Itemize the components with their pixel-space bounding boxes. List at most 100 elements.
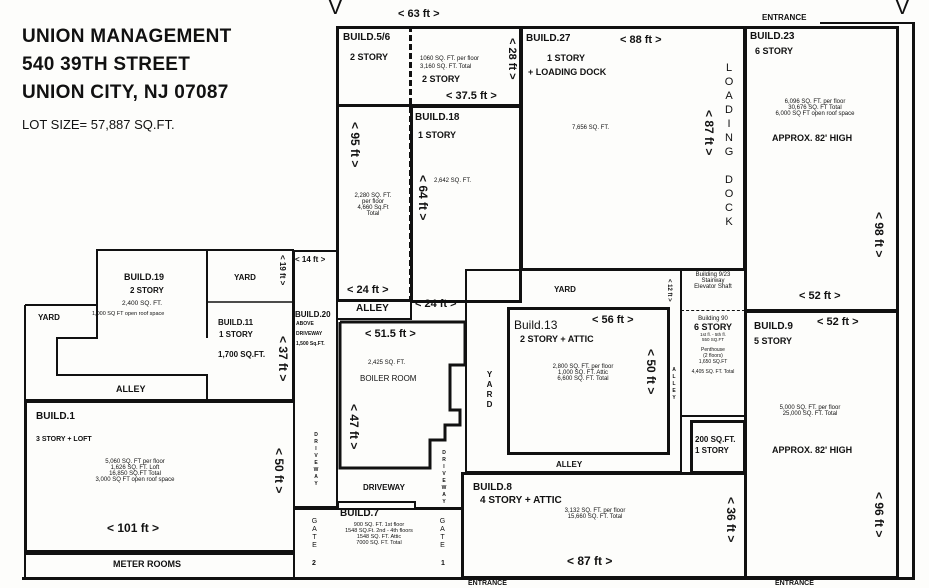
area-text: 2,642 SQ. FT. xyxy=(434,178,472,184)
dim-50ft: 50 ft xyxy=(272,448,286,493)
area-block: 5,000 SQ. FT. per floor 25,000 SQ. FT. T… xyxy=(760,405,860,417)
boiler-room-label: BOILER ROOM xyxy=(360,374,417,383)
area-block: 900 SQ. FT. 1st floor 1548 SQ.Ft. 2nd - … xyxy=(320,522,438,546)
area-text: 5,060 SQ. FT per floor xyxy=(105,459,165,465)
area-text: 1,000 SQ FT open roof space xyxy=(92,311,165,317)
dim-19ft: 19 ft xyxy=(278,255,287,285)
area-text: 1548 SQ.Ft. 2nd - 4th floors xyxy=(345,528,413,534)
building-name: BUILD.11 xyxy=(218,318,254,327)
building-name: Build.13 xyxy=(514,318,558,332)
area-text: 2,800 SQ. FT. per floor xyxy=(552,364,614,370)
area-text: 1,626 SQ. FT. Loft xyxy=(110,465,160,471)
entrance-label: ENTRANCE xyxy=(762,13,807,22)
dim-14ft: < 14 ft > xyxy=(295,255,326,264)
stairway-block: Building 9/23 Stairway Elevator Shaft xyxy=(680,272,746,290)
dim-51-5ft: < 51.5 ft > xyxy=(365,328,416,340)
driveway-label: DRIVEWAY xyxy=(363,483,405,492)
alley-label: ALLEY xyxy=(556,460,583,469)
dim-101ft: < 101 ft > xyxy=(107,521,160,535)
area-text: 200 SQ.FT. xyxy=(695,435,736,444)
building-story: 2 STORY xyxy=(130,286,164,295)
height-label: APPROX. 82' HIGH xyxy=(772,445,853,455)
building-name: BUILD.7 xyxy=(340,508,379,519)
building-story: 3 STORY + LOFT xyxy=(36,436,92,443)
building-story: 4 STORY + ATTIC xyxy=(480,495,562,506)
area-block: 6,096 SQ. FT. per floor 30,676 SQ. FT To… xyxy=(760,99,870,117)
area-text: 1060 SQ. FT. per floor xyxy=(420,56,480,62)
dim-24ft: < 24 ft > xyxy=(415,298,457,310)
area-text: Total xyxy=(366,211,380,217)
gate-2-number: 2 xyxy=(312,560,316,567)
building-story: 1 STORY xyxy=(219,330,253,339)
owner-name: UNION MANAGEMENT xyxy=(22,26,232,47)
meter-rooms-label: METER ROOMS xyxy=(113,559,182,569)
area-text: 900 SQ. FT. 1st floor xyxy=(353,522,405,528)
area-text: 550 SQ.FT xyxy=(701,337,724,342)
building-name: Building 90 xyxy=(698,316,728,322)
area-text: 30,676 SQ. FT Total xyxy=(788,105,842,111)
dim-37ft: 37 ft xyxy=(276,336,290,381)
area-text: 1,000 SQ. FT. Attic xyxy=(557,370,609,376)
building-story: 2 STORY xyxy=(350,52,389,62)
area-text: 4,405 SQ. FT. Total xyxy=(691,369,735,375)
yard-label: YARD xyxy=(234,273,256,282)
area-text: 6,000 SQ FT open roof space xyxy=(775,111,855,117)
area-text: Penthouse xyxy=(701,347,725,353)
area-block: 2,280 SQ. FT. per floor 4,660 Sq.Ft Tota… xyxy=(342,193,404,217)
building-story: 6 STORY xyxy=(755,46,794,56)
area-text: 15,660 SQ. FT. Total xyxy=(567,514,623,520)
yard-label: YARD xyxy=(554,285,576,294)
area-text: 4,660 Sq.Ft xyxy=(357,205,389,211)
yard-label: YARD xyxy=(38,313,60,322)
building-name: BUILD.20 xyxy=(295,310,331,319)
gate-2-label: GATE xyxy=(311,518,318,550)
area-block: 5,060 SQ. FT per floor 1,626 SQ. FT. Lof… xyxy=(80,459,190,483)
building-story: 2 STORY + ATTIC xyxy=(520,334,594,344)
dim-88ft: < 88 ft > xyxy=(620,34,662,46)
area-text: 1548 SQ. FT. Attic xyxy=(356,534,402,540)
street-address: 540 39TH STREET xyxy=(22,54,191,75)
building-name: BUILD.1 xyxy=(36,411,75,422)
area-text: 1,700 SQ.FT. xyxy=(218,350,266,359)
dim-63ft: < 63 ft > xyxy=(398,8,440,20)
entrance-label: ENTRANCE xyxy=(468,580,507,587)
building-story: 1 STORY xyxy=(418,130,457,140)
north-arrow-icon: V xyxy=(895,0,910,19)
building-story: 5 STORY xyxy=(754,336,793,346)
alley-label: ALLEY xyxy=(671,367,677,402)
building-story: 1 STORY xyxy=(695,446,729,455)
divider xyxy=(681,310,745,311)
area-text: Elevator Shaft xyxy=(694,284,732,290)
building-90-block: Building 90 6 STORY 1st fl. - 5th fl. 55… xyxy=(680,316,746,375)
area-block: 2,800 SQ. FT. per floor 1,000 SQ. FT. At… xyxy=(533,364,633,382)
area-text: per floor xyxy=(361,199,384,205)
area-text: 2,400 SQ. FT. xyxy=(122,300,163,307)
building-name: BUILD.5/6 xyxy=(343,32,391,43)
area-text: 2,280 SQ. FT. xyxy=(354,193,392,199)
area-text: 7000 SQ. FT. Total xyxy=(356,540,402,546)
area-text: 3,132 SQ. FT. per floor xyxy=(564,508,626,514)
building-extra: + LOADING DOCK xyxy=(528,67,607,77)
building-13[interactable] xyxy=(507,307,670,455)
area-text: 1,650 SQ.FT xyxy=(698,359,728,365)
dim-24ft: < 24 ft > xyxy=(347,284,389,296)
dim-56ft: < 56 ft > xyxy=(592,314,634,326)
height-label: APPROX. 82' HIGH xyxy=(772,133,853,143)
area-text: Stairway xyxy=(701,278,725,284)
area-text: 2,425 SQ. FT. xyxy=(368,360,406,366)
site-boundary xyxy=(820,22,912,24)
meter-rooms xyxy=(24,553,295,579)
area-text: 1st fl. - 5th fl. xyxy=(700,332,726,337)
area-text: 16,850 SQ.FT Total xyxy=(109,471,161,477)
area-text: 7,656 SQ. FT. xyxy=(572,125,610,131)
building-story: 1 STORY xyxy=(547,53,586,63)
city-address: UNION CITY, NJ 07087 xyxy=(22,82,229,103)
note-text: ABOVE xyxy=(296,321,314,327)
entrance-label: ENTRANCE xyxy=(775,580,814,587)
building-90[interactable] xyxy=(680,269,746,417)
area-text: 3,160 SQ. FT. Total xyxy=(420,64,472,70)
building-name: BUILD.23 xyxy=(750,31,795,42)
yard-label: YARD xyxy=(485,370,494,410)
gate-1-label: GATE xyxy=(439,518,446,550)
building-1[interactable] xyxy=(24,400,295,553)
